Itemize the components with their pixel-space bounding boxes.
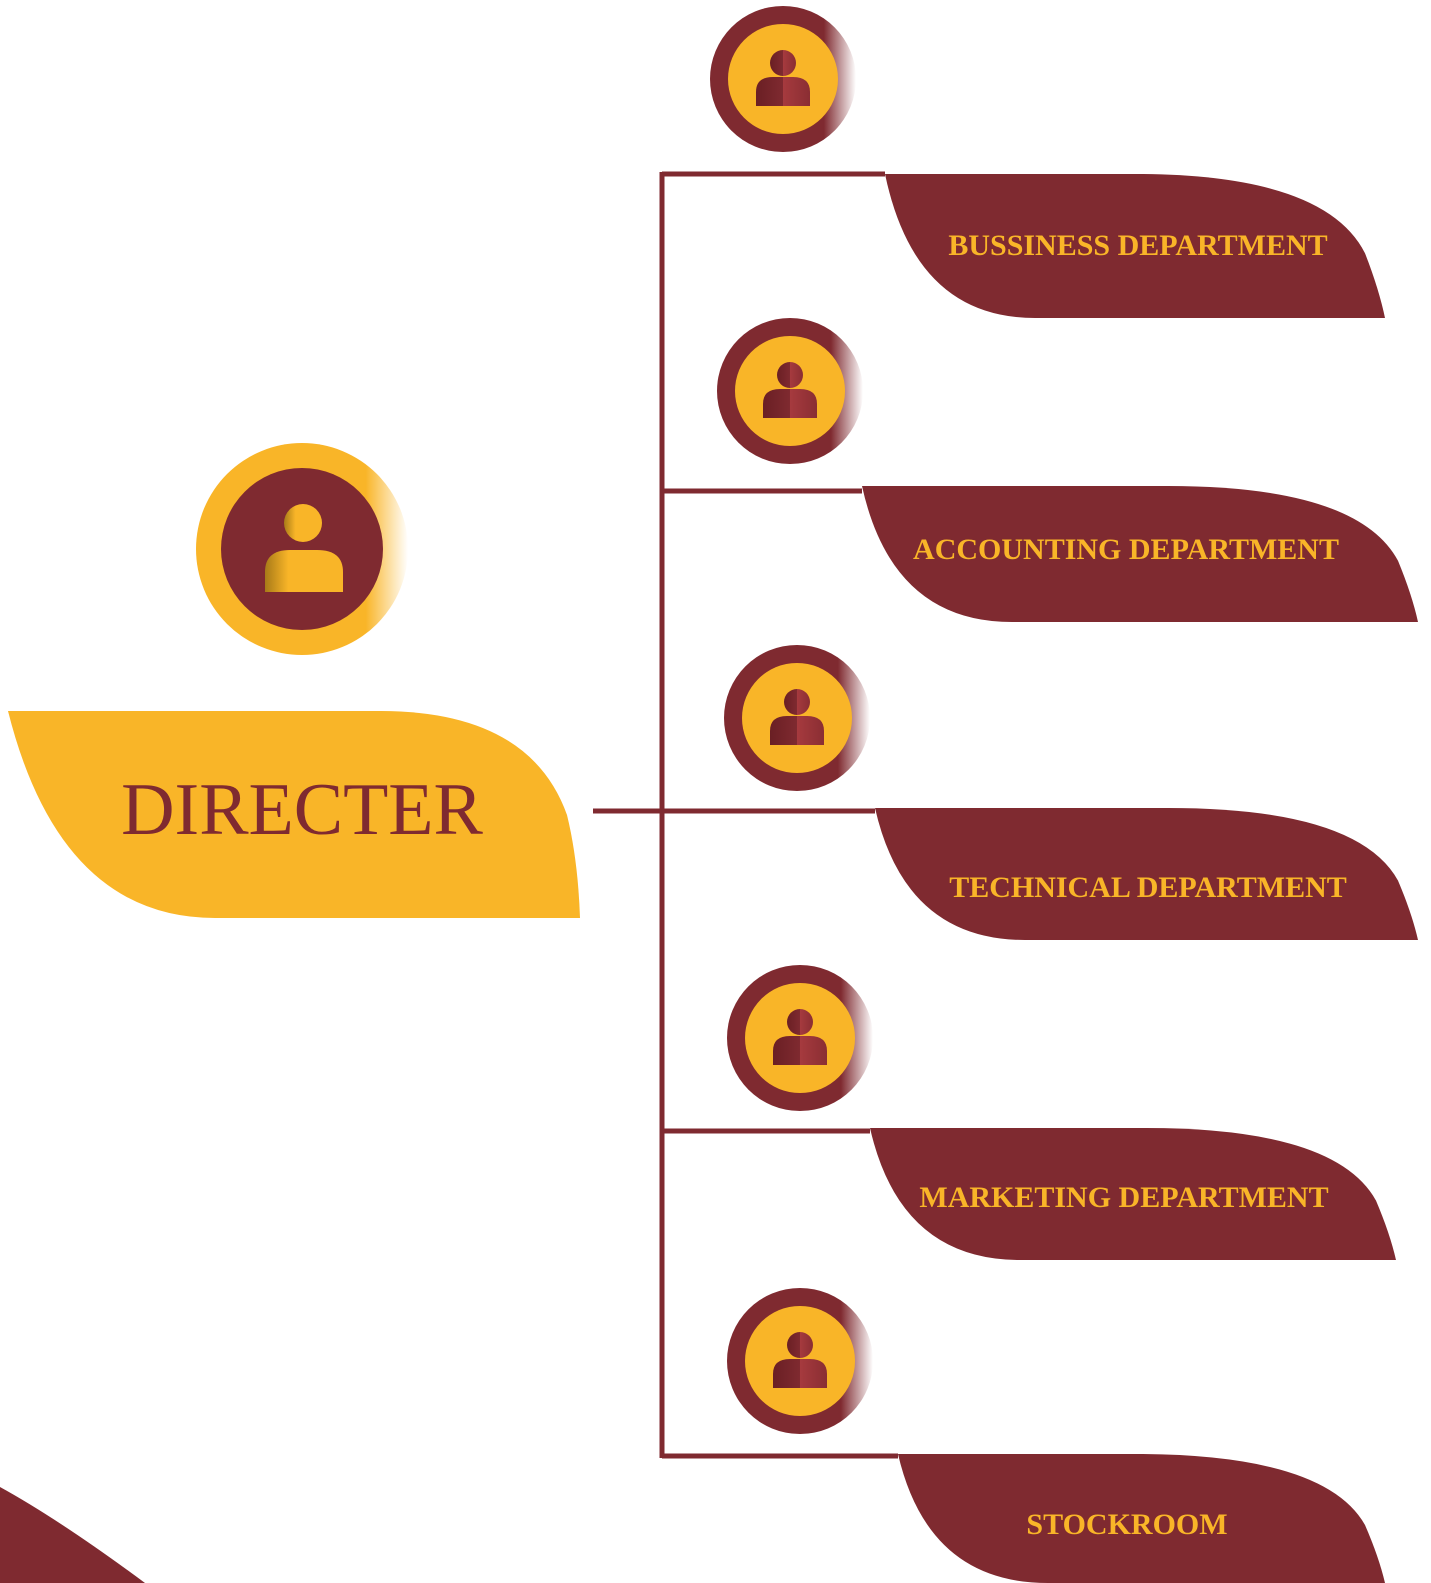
department-box: STOCKROOM bbox=[898, 1454, 1385, 1583]
department-avatar bbox=[727, 965, 873, 1111]
department-avatar bbox=[717, 318, 863, 464]
department-box: TECHNICAL DEPARTMENT bbox=[875, 808, 1418, 940]
department-label: STOCKROOM bbox=[1026, 1508, 1227, 1541]
director-label: DIRECTER bbox=[121, 769, 483, 851]
department-box: MARKETING DEPARTMENT bbox=[870, 1128, 1396, 1260]
person-icon bbox=[763, 362, 817, 418]
person-icon bbox=[773, 1332, 827, 1388]
person-icon bbox=[773, 1009, 827, 1065]
department-label: TECHNICAL DEPARTMENT bbox=[949, 871, 1347, 904]
department-avatar bbox=[724, 645, 870, 791]
department-label: MARKETING DEPARTMENT bbox=[919, 1181, 1328, 1214]
person-icon bbox=[770, 689, 824, 745]
department-avatar bbox=[710, 6, 856, 152]
corner-decoration bbox=[0, 1487, 145, 1583]
department-avatar bbox=[727, 1288, 873, 1434]
person-icon bbox=[265, 504, 343, 592]
department-box: ACCOUNTING DEPARTMENT bbox=[862, 486, 1418, 622]
person-icon bbox=[756, 50, 810, 106]
director-box: DIRECTER bbox=[8, 711, 580, 918]
connector-lines bbox=[593, 171, 898, 1459]
department-label: ACCOUNTING DEPARTMENT bbox=[913, 533, 1339, 566]
department-box: BUSSINESS DEPARTMENT bbox=[885, 174, 1385, 318]
director-avatar bbox=[196, 443, 408, 655]
department-label: BUSSINESS DEPARTMENT bbox=[948, 229, 1327, 262]
department-nodes: BUSSINESS DEPARTMENT ACCOUNTING DEPARTMEN… bbox=[710, 6, 1418, 1583]
